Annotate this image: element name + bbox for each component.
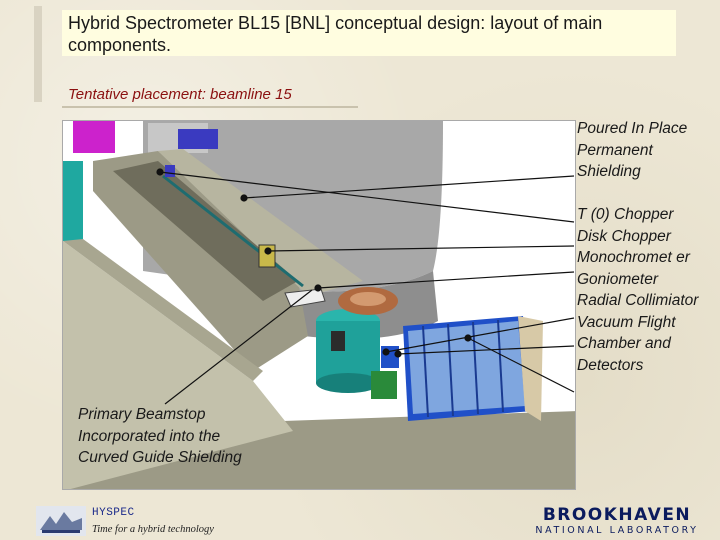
callout-disk-chopper: Disk Chopper [577,227,671,245]
slide-subtitle: Tentative placement: beamline 15 [68,86,292,103]
callout-vacuum-chamber: Vacuum Flight Chamber and Detectors [577,313,676,374]
callout-goniometer: Goniometer [577,270,658,288]
hyspec-logo-icon [36,506,86,536]
teal-strip [63,161,83,241]
blue-block [178,129,218,149]
magenta-block [73,121,115,153]
title-box [62,10,676,56]
subtitle-divider [62,106,358,108]
monochromator-window [331,331,345,351]
goniometer [381,346,399,368]
goniometer-base [371,371,397,399]
title-accent-bar [34,6,720,102]
monochromator-body [316,321,380,383]
hyspec-tagline: Time for a hybrid technology [92,524,214,535]
bnl-logo-wordmark: BROOKHAVEN [542,505,692,525]
bnl-logo-subtitle: NATIONAL LABORATORY [535,525,699,536]
t0-chopper [165,165,175,177]
slide-title: Hybrid Spectrometer BL15 [BNL] conceptua… [68,13,603,55]
beamstop-callout: Primary Beamstop Incorporated into the C… [78,406,242,466]
callout-poured-shielding: Poured In Place Permanent Shielding [577,120,688,180]
guide-channel [113,161,298,301]
callout-monochromator: Monochromet er [577,249,690,266]
hyspec-name: HYSPEC [92,507,135,519]
callout-t0-chopper: T (0) Chopper [577,206,674,223]
disk-chopper [258,244,276,268]
callout-radial-collimator: Radial Collimiator [577,292,699,309]
collimator-ring-inner [350,292,386,306]
component-callouts: Poured In Place Permanent Shielding T (0… [577,118,717,376]
monochromator-base [316,373,380,393]
